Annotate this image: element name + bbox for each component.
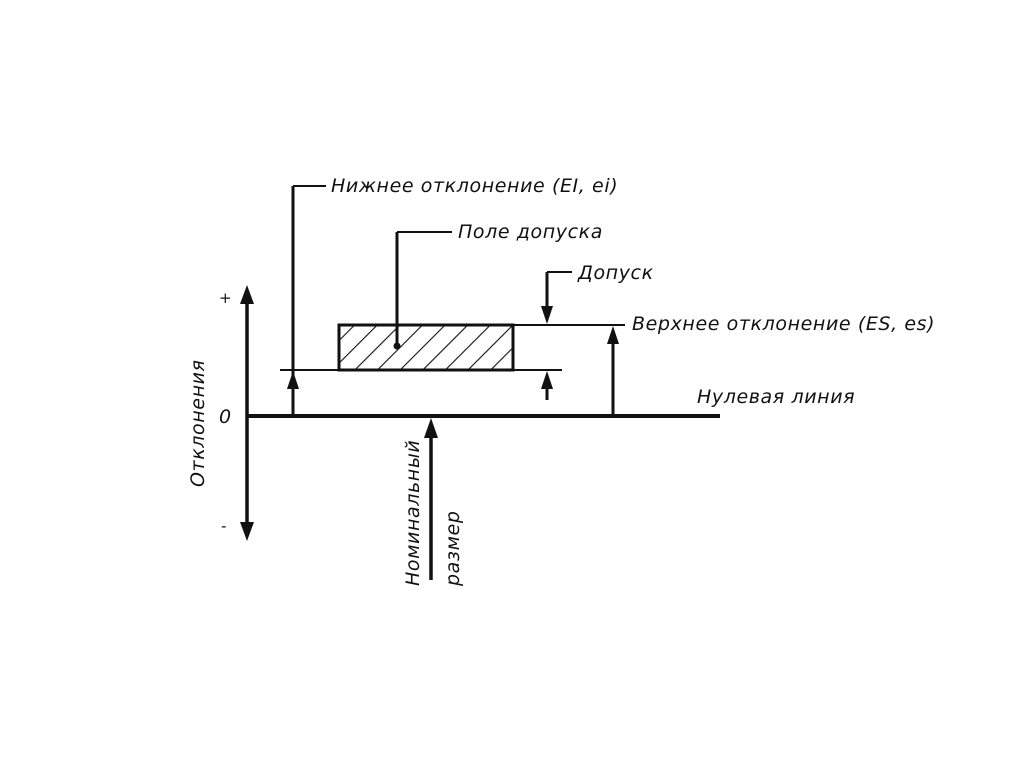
axis-minus-mark: -: [221, 517, 226, 535]
lower-deviation-label: Нижнее отклонение (EI, ei): [331, 175, 618, 197]
deviations-axis-label: Отклонения: [187, 359, 209, 487]
axis-zero-mark: 0: [219, 406, 232, 428]
upper-deviation-label: Верхнее отклонение (ES, es): [632, 313, 935, 335]
axis-plus-mark: +: [219, 289, 232, 307]
tolerance-field-leader: [393, 231, 452, 350]
tolerance-arrow-up: [541, 371, 553, 389]
upper-deviation-arrow: [607, 326, 619, 344]
zero-line-label: Нулевая линия: [697, 386, 855, 408]
nominal-size-arrow: [424, 418, 438, 438]
tolerance-arrow-down: [541, 306, 553, 324]
tolerance-field-rect: [337, 323, 515, 372]
tolerance-field-label: Поле допуска: [458, 221, 603, 243]
tolerance-dimension: [541, 271, 572, 400]
nominal-size-dimension: [424, 418, 438, 580]
lower-deviation-leader: [287, 185, 326, 416]
tolerance-label: Допуск: [577, 262, 654, 284]
nominal-size-label-line2: размер: [442, 511, 464, 588]
deviation-axis: [240, 285, 254, 541]
lower-deviation-arrow: [287, 371, 299, 389]
axis-arrow-down: [240, 522, 254, 541]
nominal-size-label-line1: Номинальный: [402, 440, 424, 586]
upper-deviation-dimension: [607, 326, 619, 416]
axis-arrow-up: [240, 285, 254, 304]
tolerance-field-dot: [393, 342, 401, 350]
